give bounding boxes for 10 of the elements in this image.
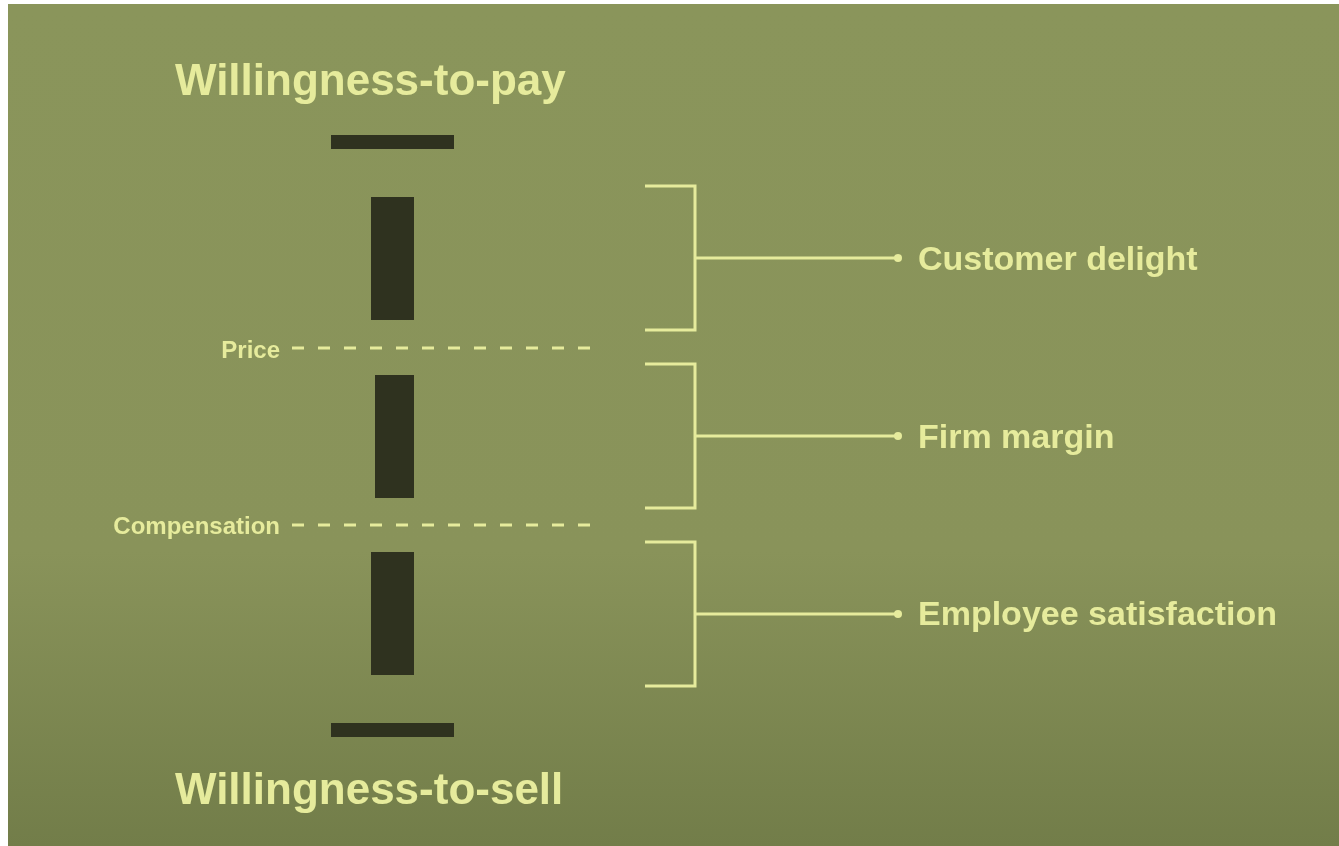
leader-line bbox=[696, 432, 902, 440]
line-label: Price bbox=[221, 338, 280, 362]
bracket-label: Firm margin bbox=[917, 416, 1116, 453]
axis-title: Willingness-to-sell bbox=[175, 767, 564, 811]
bracket-label: Customer delight bbox=[917, 238, 1199, 275]
leader-line bbox=[696, 254, 902, 262]
axis-title: Willingness-to-pay bbox=[175, 58, 566, 102]
bracket-label: Employee satisfaction bbox=[917, 593, 1278, 630]
line-label: Compensation bbox=[113, 514, 280, 538]
leader-line bbox=[696, 610, 902, 618]
